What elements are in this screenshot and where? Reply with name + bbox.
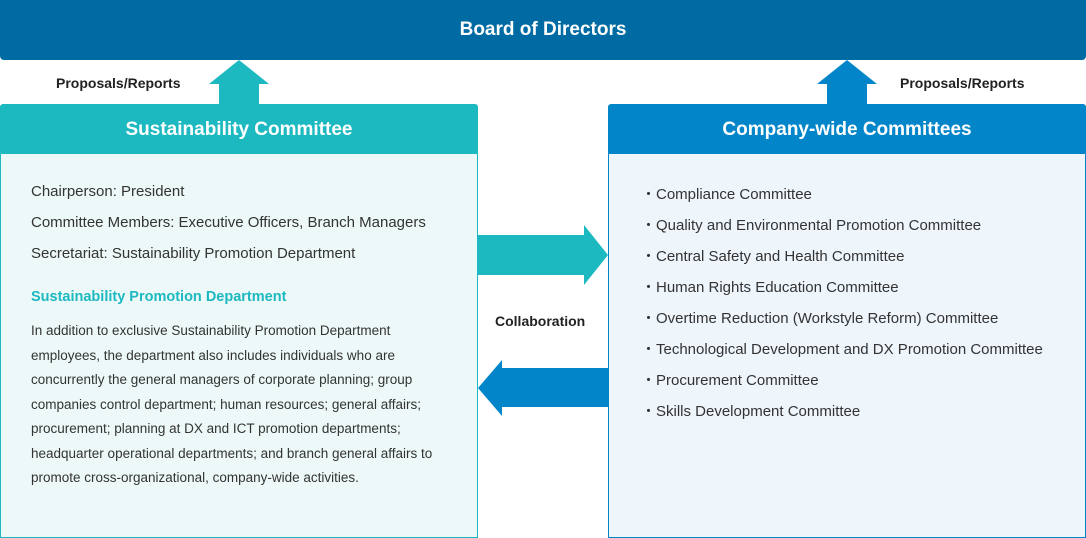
company-wide-committees-title: Company-wide Committees: [609, 105, 1085, 154]
up-arrow-left: [209, 60, 269, 104]
committee-item: ・Overtime Reduction (Workstyle Reform) C…: [641, 310, 999, 327]
up-arrow-right: [817, 60, 877, 104]
committee-item: ・Human Rights Education Committee: [641, 279, 899, 296]
right-arrow-collaboration: [478, 225, 608, 285]
sustainability-committee-title: Sustainability Committee: [1, 105, 477, 154]
committee-item: ・Skills Development Committee: [641, 403, 861, 420]
sustainability-committee-box: Sustainability Committee Chairperson: Pr…: [0, 104, 478, 538]
committee-members: Committee Members: Executive Officers, B…: [31, 214, 426, 231]
committee-item: ・Central Safety and Health Committee: [641, 248, 905, 265]
dept-description: In addition to exclusive Sustainability …: [31, 323, 433, 485]
committee-item: ・Quality and Environmental Promotion Com…: [641, 217, 982, 234]
committee-item: ・Compliance Committee: [641, 186, 812, 203]
proposals-label-right: Proposals/Reports: [900, 75, 1025, 91]
left-arrow-collaboration: [478, 360, 608, 416]
secretariat: Secretariat: Sustainability Promotion De…: [31, 245, 356, 262]
chairperson: Chairperson: President: [31, 183, 185, 200]
dept-title: Sustainability Promotion Department: [31, 289, 287, 305]
collaboration-label: Collaboration: [495, 313, 586, 329]
committee-item: ・Procurement Committee: [641, 372, 819, 389]
committee-item: ・Technological Development and DX Promot…: [641, 341, 1043, 358]
proposals-label-left: Proposals/Reports: [56, 75, 181, 91]
company-wide-committees-box: Company-wide Committees ・Compliance Comm…: [608, 104, 1086, 538]
board-title: Board of Directors: [459, 19, 627, 40]
board-of-directors: Board of Directors: [0, 0, 1086, 60]
